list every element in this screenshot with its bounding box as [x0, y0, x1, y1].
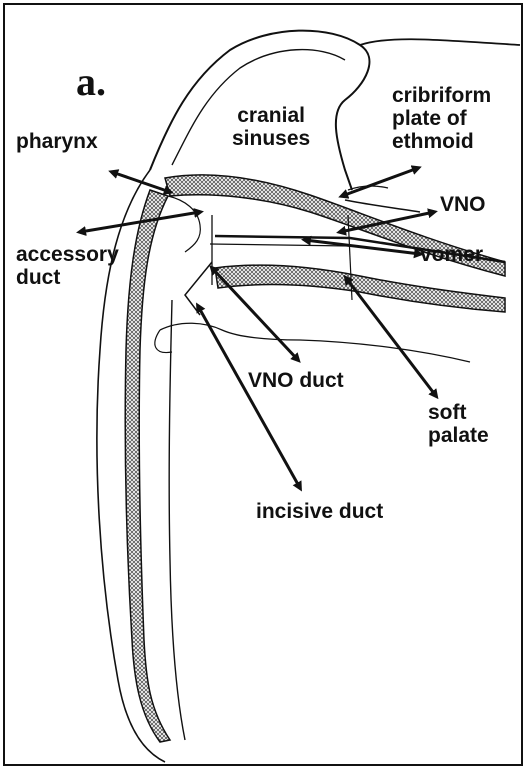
label-cranial-line2: sinuses [232, 127, 310, 150]
label-accessory-duct: accessory duct [16, 243, 119, 289]
label-soft-line2: palate [428, 424, 489, 447]
label-cribriform-line3: ethmoid [392, 130, 491, 153]
arrow-incisive-duct [198, 306, 300, 488]
pharynx-inner [168, 196, 200, 252]
label-soft-palate: soft palate [428, 401, 489, 447]
label-accessory-line2: duct [16, 266, 119, 289]
arrow-cribriform [342, 168, 418, 196]
arrow-pharynx [112, 172, 170, 192]
pharynx-inner-wall [169, 300, 185, 740]
label-pharynx: pharynx [16, 130, 98, 153]
label-cranial-line1: cranial [232, 104, 310, 127]
panel-label: a. [76, 62, 106, 102]
label-cribriform-line2: plate of [392, 107, 491, 130]
label-cranial-sinuses: cranial sinuses [232, 104, 310, 150]
cribriform-flap [345, 200, 420, 212]
label-cribriform: cribriform plate of ethmoid [392, 84, 491, 153]
tongue-curve [155, 330, 172, 353]
label-soft-line1: soft [428, 401, 489, 424]
label-vno: VNO [440, 193, 486, 216]
label-vno-duct: VNO duct [248, 369, 344, 392]
label-cribriform-line1: cribriform [392, 84, 491, 107]
label-accessory-line1: accessory [16, 243, 119, 266]
oral-cavity-line [160, 323, 470, 362]
cranium-outer-line [360, 39, 520, 45]
pharynx-tube [125, 190, 170, 742]
label-vomer: vomer [420, 243, 483, 266]
palate-band [215, 265, 505, 312]
label-incisive-duct: incisive duct [256, 500, 383, 523]
